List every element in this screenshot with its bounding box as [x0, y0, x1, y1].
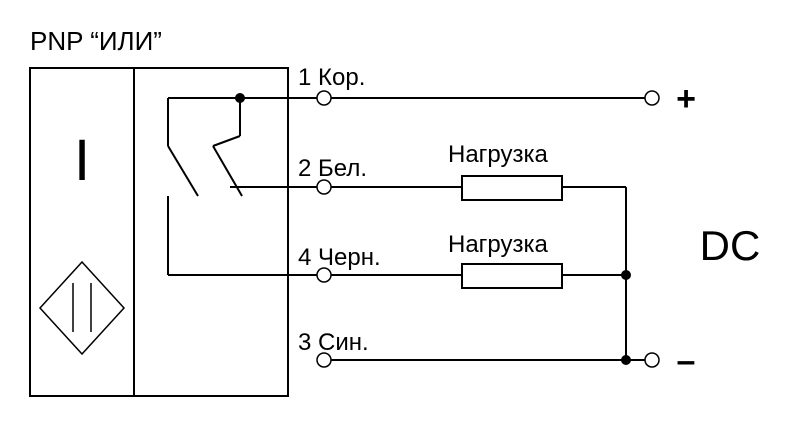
supply-minus-sign: – [677, 342, 696, 380]
terminal-3: 3 Син. [298, 329, 660, 368]
terminal-1-label: 1 Кор. [298, 64, 365, 91]
sensor-body [29, 67, 289, 397]
diagram-title: PNP “ИЛИ” [30, 26, 162, 56]
terminal-4: 4 Черн. [298, 244, 462, 283]
load-1-label: Нагрузка [448, 141, 549, 168]
load-2: Нагрузка [448, 231, 631, 289]
sensor-symbol: I [74, 128, 90, 193]
terminal-4-label: 4 Черн. [298, 244, 381, 271]
inductive-sensor-icon [38, 260, 126, 356]
terminal-3-label: 3 Син. [298, 329, 369, 356]
supply-plus-sign: + [676, 80, 696, 118]
terminal-2: 2 Бел. [298, 155, 462, 195]
terminal-2-label: 2 Бел. [298, 155, 367, 182]
terminal-1: 1 Кор. [298, 64, 660, 106]
supply-dc-label: DC [700, 222, 761, 269]
load-2-label: Нагрузка [448, 231, 549, 258]
switch-contacts [167, 93, 324, 276]
